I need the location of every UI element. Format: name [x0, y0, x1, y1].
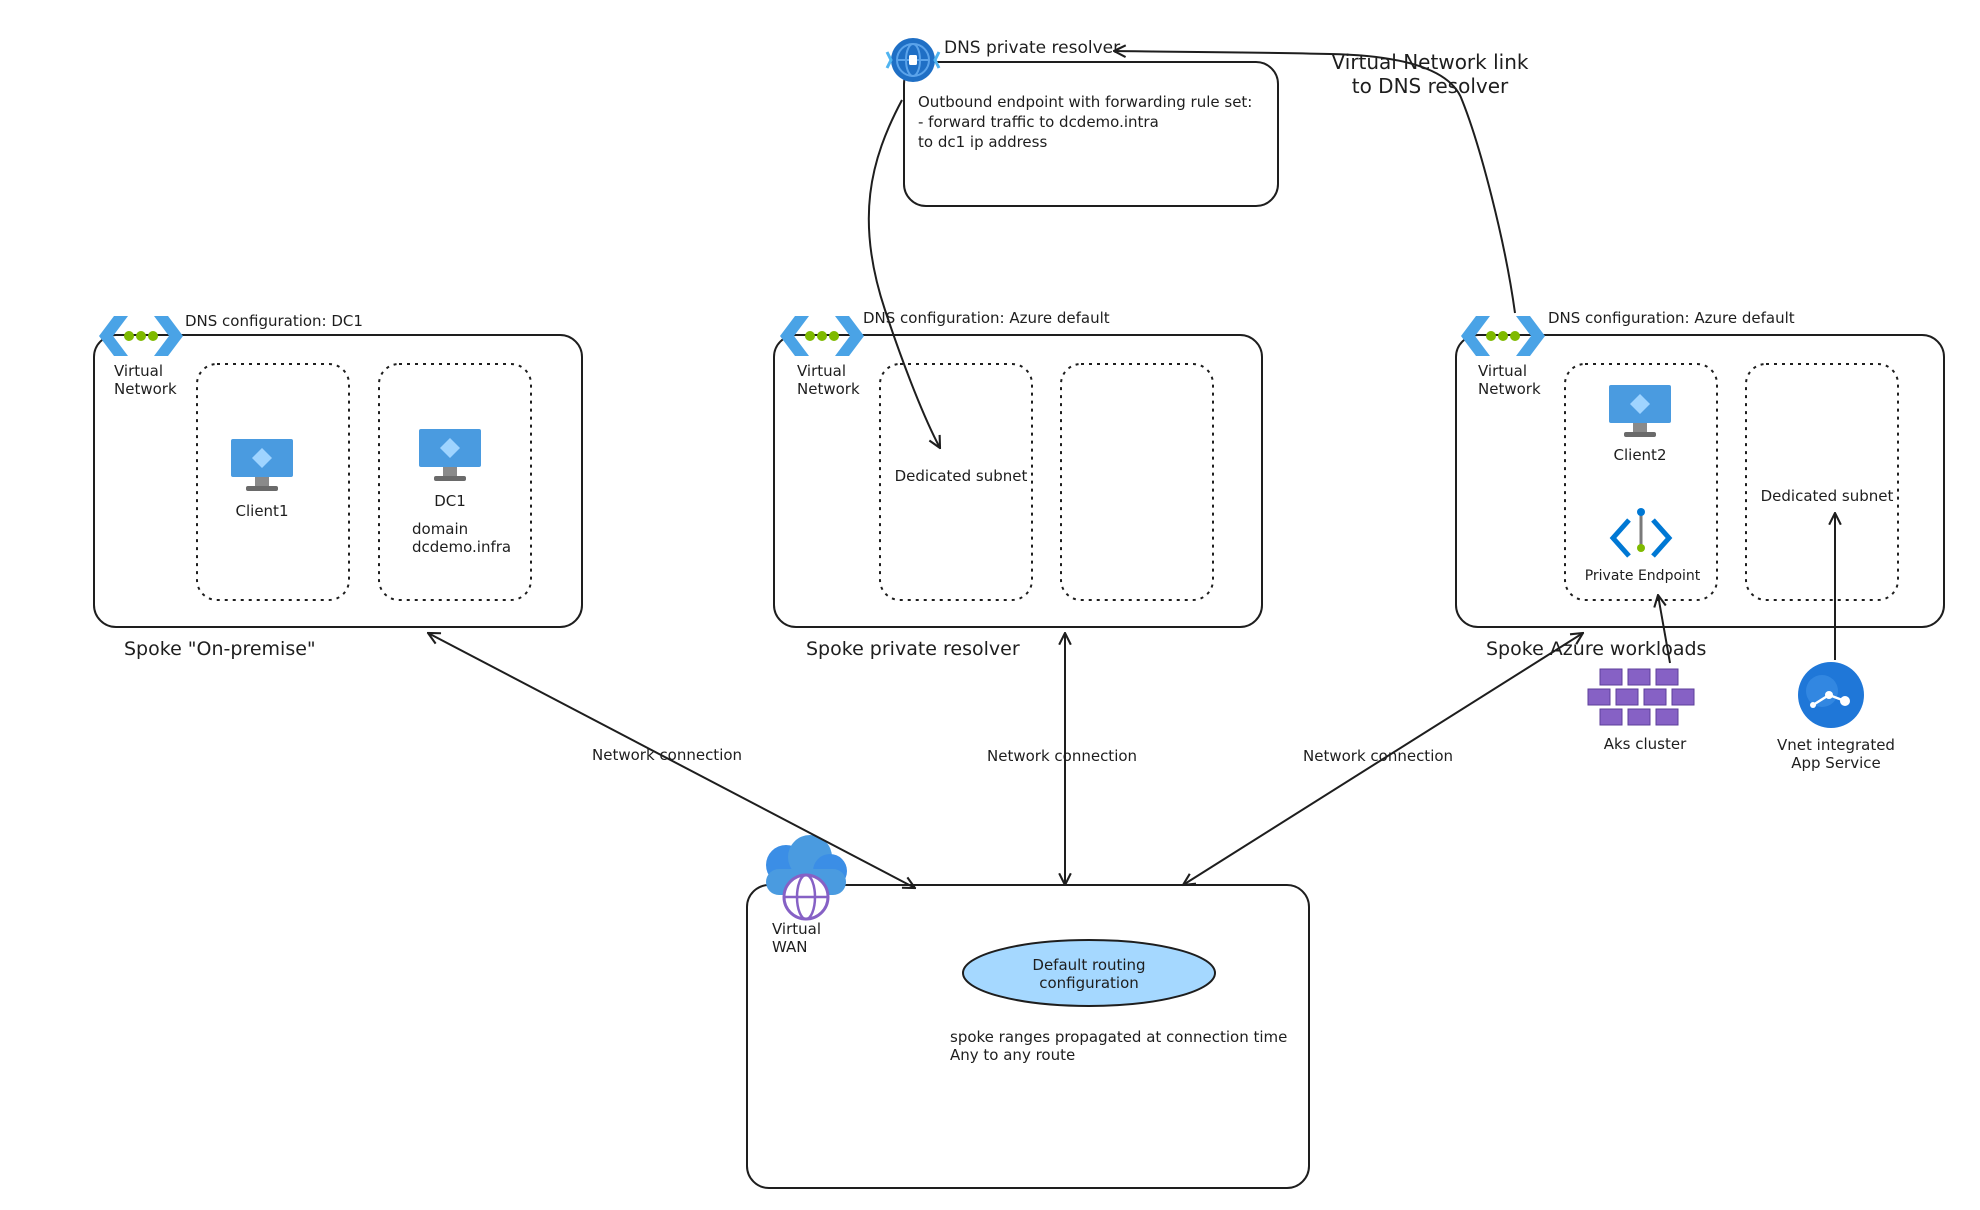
aks-label: Aks cluster: [1603, 735, 1687, 753]
vwan-box: [746, 884, 1310, 1189]
subnet-dedicated-resolver: [879, 363, 1033, 601]
routing-ellipse: [962, 939, 1216, 1007]
arrow-aks-to-pe: [1658, 595, 1671, 664]
dns-resolver-icon: [885, 38, 941, 82]
private-endpoint-icon: [1609, 508, 1673, 558]
spoke-azure-name: Spoke Azure workloads: [1486, 638, 1707, 660]
client2-label: Client2: [1613, 446, 1667, 464]
arrow-azure-vwan: [1183, 633, 1583, 885]
routing-label: Default routing configuration: [1032, 956, 1146, 992]
subnet-dc1: [378, 363, 532, 601]
vnet-label-resolver: Virtual Network: [797, 362, 860, 398]
dns-config-onprem: DNS configuration: DC1: [185, 312, 363, 330]
spoke-onprem-box: [93, 334, 583, 628]
vnet-label-azure: Virtual Network: [1478, 362, 1541, 398]
conn-label-resolver: Network connection: [987, 747, 1138, 765]
resolver-note-line-2: - forward traffic to dcdemo.intra: [918, 113, 1159, 131]
aks-cluster-icon: [1587, 668, 1695, 726]
dc1-label: DC1: [434, 492, 466, 510]
vnet-icon-onprem: [99, 316, 183, 356]
subnet-client1: [196, 363, 350, 601]
subnet-label-azure: Dedicated subnet: [1760, 487, 1894, 505]
app-service-icon: [1798, 662, 1864, 728]
vwan-cloud-icon: [766, 835, 847, 921]
vnet-icon-azure: [1461, 316, 1545, 356]
client2-monitor-icon: [1609, 385, 1671, 437]
conn-label-onprem: Network connection: [592, 746, 743, 764]
dc1-domain-label: domain dcdemo.infra: [412, 520, 512, 556]
arrow-vnet-link: [1114, 51, 1516, 314]
dc1-monitor-icon: [419, 429, 481, 481]
client1-label: Client1: [235, 502, 289, 520]
arrow-onprem-vwan: [428, 633, 915, 888]
vnet-icon-resolver: [780, 316, 864, 356]
resolver-note-line-1: Outbound endpoint with forwarding rule s…: [918, 93, 1253, 111]
spoke-resolver-name: Spoke private resolver: [806, 638, 1020, 660]
app-service-label: Vnet integrated App Service: [1777, 736, 1895, 772]
spoke-onprem-name: Spoke "On-premise": [124, 638, 316, 660]
dns-resolver-box: [903, 61, 1279, 207]
dns-config-resolver: DNS configuration: Azure default: [863, 309, 1110, 327]
arrow-resolver-to-subnet: [867, 99, 940, 448]
subnet-client2: [1564, 363, 1718, 601]
spoke-azure-box: [1455, 334, 1945, 628]
conn-label-azure: Network connection: [1303, 747, 1454, 765]
dns-resolver-title: DNS private resolver: [944, 38, 1121, 58]
subnet-empty-resolver: [1060, 363, 1214, 601]
resolver-note-line-3: to dc1 ip address: [918, 133, 1048, 151]
vwan-label: Virtual WAN: [772, 920, 822, 956]
vwan-notes: spoke ranges propagated at connection ti…: [950, 1028, 1288, 1064]
private-endpoint-label: Private Endpoint: [1584, 568, 1701, 584]
vnet-label-onprem: Virtual Network: [114, 362, 177, 398]
vnet-link-label: Virtual Network link to DNS resolver: [1331, 50, 1529, 98]
client1-monitor-icon: [231, 439, 293, 491]
subnet-dedicated-azure: [1745, 363, 1899, 601]
subnet-label-resolver: Dedicated subnet: [894, 467, 1028, 485]
dns-config-azure: DNS configuration: Azure default: [1548, 309, 1795, 327]
spoke-resolver-box: [773, 334, 1263, 628]
